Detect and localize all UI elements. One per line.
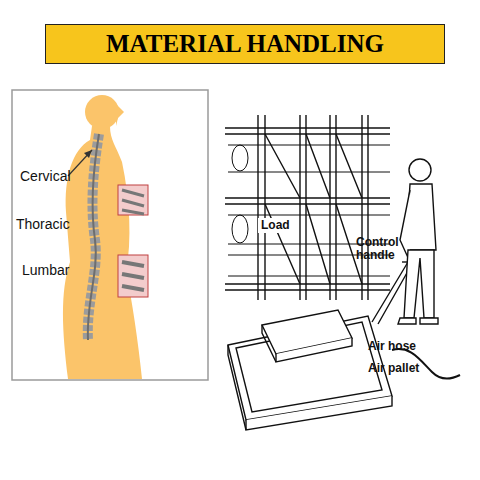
- spine-region-label: Thoracic: [16, 216, 70, 232]
- drawing-line: [228, 276, 390, 277]
- drawing-path: [262, 325, 276, 362]
- drawing-line: [329, 115, 330, 300]
- drawing-line: [228, 172, 390, 173]
- drawing-path: [404, 250, 434, 318]
- drawing-line: [228, 145, 390, 146]
- worker-figure: [398, 159, 438, 324]
- arrow-head: [84, 150, 92, 158]
- drawing-rect: [118, 185, 148, 215]
- drawing-path: [116, 104, 124, 126]
- drawing-path: [276, 338, 352, 362]
- spine-column: [88, 134, 99, 340]
- drawing-ellipse: [232, 215, 248, 243]
- drawing-path: [63, 126, 142, 379]
- spine-panel: [12, 90, 208, 380]
- load-block: [262, 310, 352, 362]
- drawing-path: [398, 318, 438, 324]
- storage-rack: [225, 115, 390, 300]
- drawing-line: [225, 197, 390, 198]
- part-label: Air pallet: [368, 362, 419, 375]
- drawing-rect: [118, 255, 148, 297]
- drawing-line: [228, 215, 390, 216]
- body-silhouette: [63, 95, 142, 379]
- drawing-line: [367, 115, 368, 300]
- drawing-line: [257, 115, 258, 300]
- title-text: MATERIAL HANDLING: [106, 30, 384, 58]
- part-label: Load: [258, 218, 293, 233]
- drawing-line: [299, 115, 300, 300]
- drawing-path: [228, 345, 246, 430]
- drawing-line: [225, 289, 390, 290]
- part-label: Control handle: [356, 236, 418, 262]
- drawing-path: [406, 184, 436, 250]
- drawing-line: [225, 203, 390, 204]
- spine-region-label: Lumbar: [22, 262, 69, 278]
- drawing-line: [225, 127, 390, 128]
- drawing-ellipse: [232, 145, 248, 171]
- part-label: Air hose: [368, 340, 416, 353]
- drawing-circle: [409, 159, 431, 181]
- drawing-path: [265, 134, 362, 198]
- title-band: MATERIAL HANDLING: [45, 24, 445, 64]
- drawing-line: [361, 115, 362, 300]
- spine-region-label: Cervical: [20, 168, 71, 184]
- spine-cord: [88, 134, 99, 340]
- drawing-line: [225, 283, 390, 284]
- drawing-line: [225, 133, 390, 134]
- drawing-line: [264, 115, 265, 300]
- leader-line: [68, 150, 92, 176]
- vertebra-inset: [118, 185, 148, 297]
- drawing-path: [122, 262, 144, 290]
- drawing-path: [246, 396, 392, 430]
- drawing-circle: [85, 95, 119, 129]
- drawing-path: [122, 190, 144, 214]
